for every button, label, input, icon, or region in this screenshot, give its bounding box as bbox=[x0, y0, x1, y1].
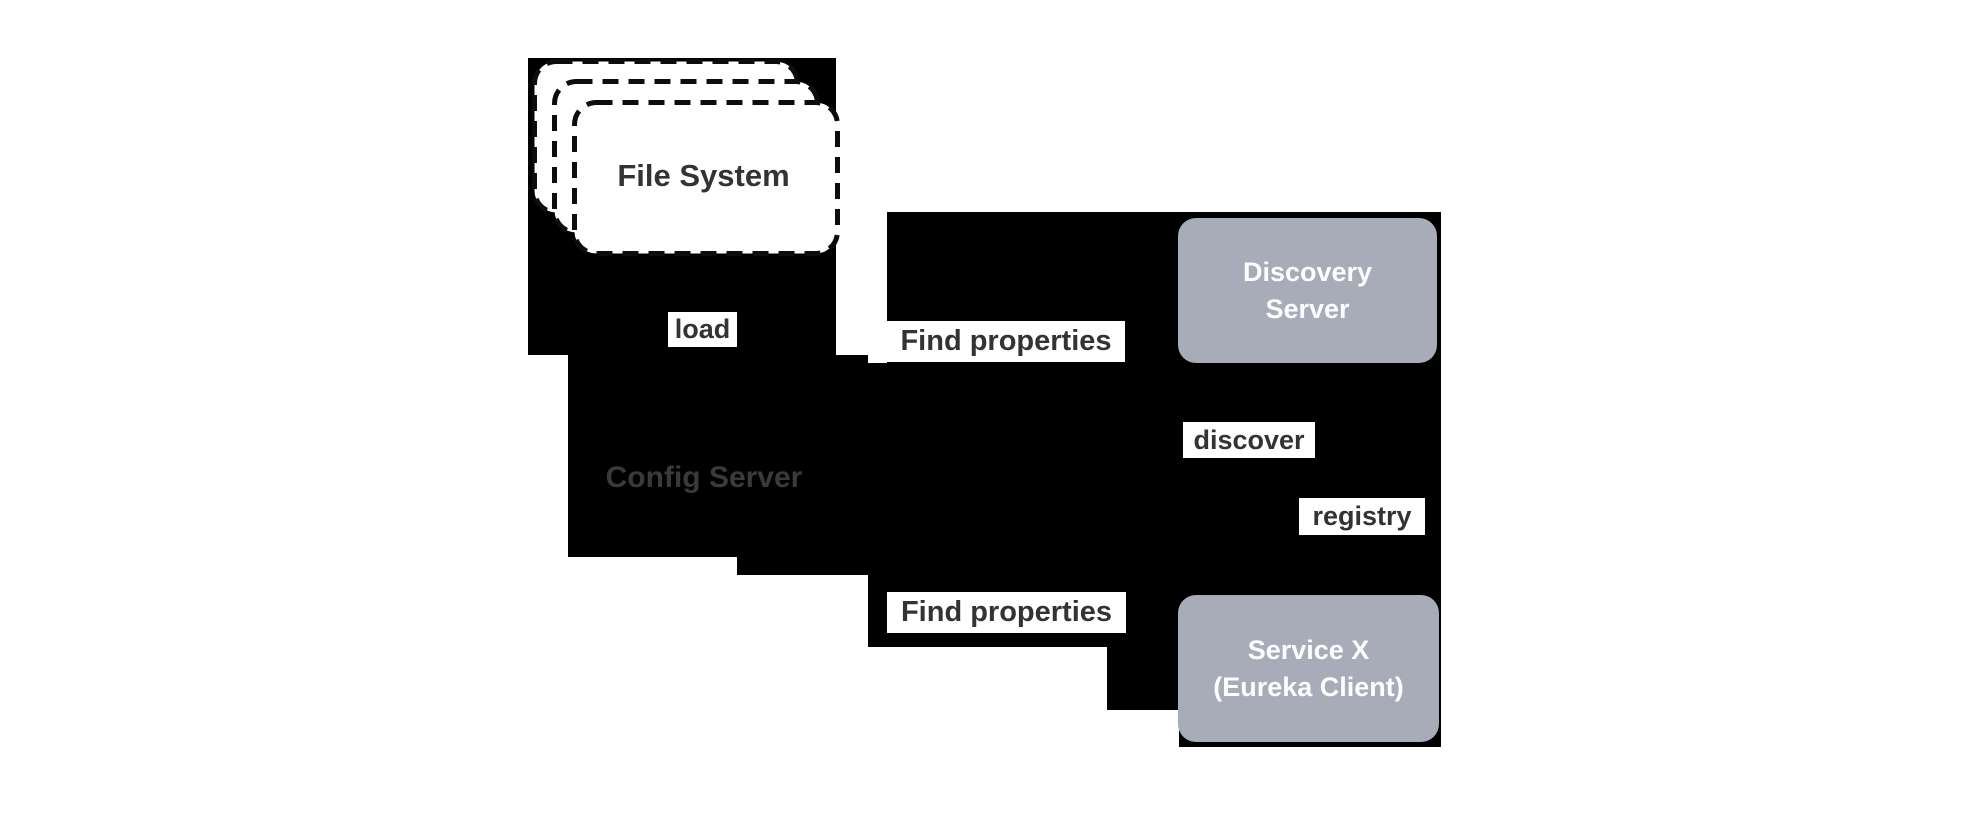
service-x-node-label-line1: Service X bbox=[1247, 634, 1370, 665]
file-system-card-front bbox=[572, 100, 840, 256]
service-x-node-label-line2: (Eureka Client) bbox=[1213, 671, 1404, 702]
load-edge-label: load bbox=[668, 312, 737, 347]
file-system-stack bbox=[532, 59, 840, 256]
discovery-server-node-label-line1: Discovery bbox=[1242, 256, 1373, 287]
find-properties-top-edge-label: Find properties bbox=[887, 321, 1125, 362]
find-properties-bottom-edge-label: Find properties bbox=[887, 592, 1126, 633]
config-server-node-label: Config Server bbox=[605, 461, 803, 494]
discover-edge-label: discover bbox=[1183, 422, 1315, 458]
discovery-server-node-label-line2: Server bbox=[1265, 293, 1350, 324]
file-system-node-label: File System bbox=[617, 157, 790, 193]
registry-edge-label: registry bbox=[1299, 498, 1425, 535]
backdrop-step bbox=[737, 355, 868, 575]
service-x-node: Service X (Eureka Client) bbox=[1178, 595, 1439, 742]
discovery-server-node: Discovery Server bbox=[1178, 218, 1437, 363]
